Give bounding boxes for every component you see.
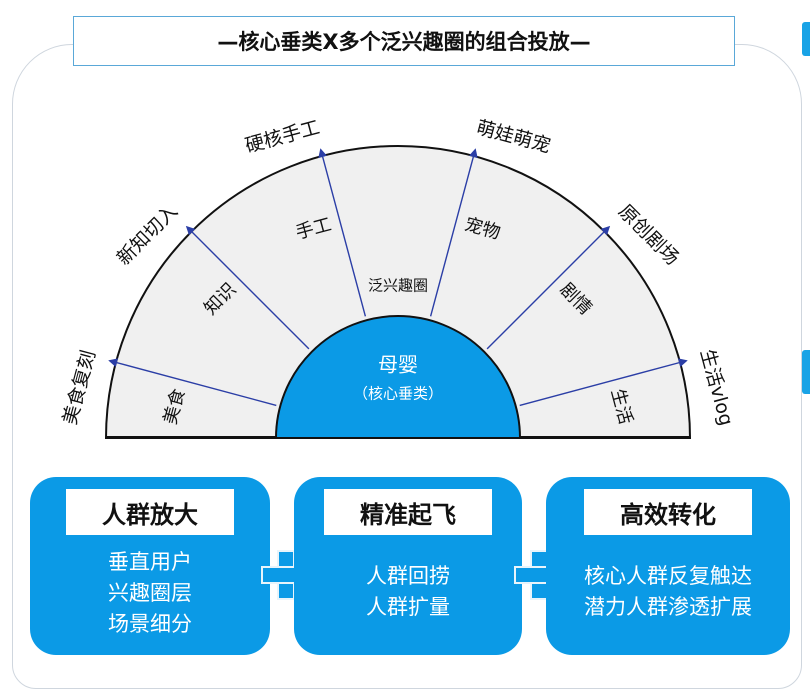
- segment-arrow: [185, 225, 310, 350]
- panel-lines: 垂直用户 兴趣圈层 场景细分: [30, 547, 270, 640]
- fan-layer: 美食美食复刻知识新知切入手工硬核手工宠物萌娃萌宠剧情原创剧场生活生活vlog泛兴…: [59, 116, 737, 439]
- panel-lines: 人群回捞 人群扩量: [294, 561, 522, 623]
- panel-line: 核心人群反复触达: [584, 564, 752, 588]
- segment-outer-label: 萌娃萌宠: [474, 116, 553, 157]
- core-subtitle: （核心垂类）: [353, 385, 443, 403]
- diagram-title: —核心垂类X多个泛兴趣圈的组合投放—: [73, 16, 735, 66]
- edge-accent-strip: [802, 22, 810, 56]
- segment-arrow: [318, 148, 367, 317]
- segment-arrow: [519, 358, 688, 407]
- panel-line: 人群回捞: [366, 564, 450, 588]
- panel-line: 场景细分: [108, 612, 192, 636]
- fan-outer-arc: [104, 145, 692, 439]
- interest-fan-diagram: 美食美食复刻知识新知切入手工硬核手工宠物萌娃萌宠剧情原创剧场生活生活vlog泛兴…: [59, 116, 737, 439]
- segment-arrow: [486, 225, 611, 350]
- segment-outer-label: 美食复刻: [59, 348, 100, 427]
- segment-outer-label: 生活vlog: [696, 347, 737, 428]
- core-vertical-disc: [274, 315, 522, 439]
- segment-arrow: [429, 148, 478, 317]
- panel-efficient-conversion: 高效转化 核心人群反复触达 潜力人群渗透扩展: [546, 477, 790, 655]
- panel-line: 潜力人群渗透扩展: [584, 595, 752, 619]
- segment-outer-label: 硬核手工: [243, 116, 322, 157]
- panel-line: 兴趣圈层: [108, 581, 192, 605]
- panel-title: 精准起飞: [324, 489, 492, 535]
- core-title: 母婴: [378, 353, 418, 377]
- panel-audience-expand: 人群放大 垂直用户 兴趣圈层 场景细分: [30, 477, 270, 655]
- panel-precise-takeoff: 精准起飞 人群回捞 人群扩量: [294, 477, 522, 655]
- segment-arrow: [108, 358, 277, 407]
- panel-title: 人群放大: [66, 489, 234, 535]
- edge-accent-strip: [802, 350, 810, 394]
- panel-line: 人群扩量: [366, 595, 450, 619]
- panel-lines: 核心人群反复触达 潜力人群渗透扩展: [546, 561, 790, 623]
- interest-ring-label: 泛兴趣圈: [368, 277, 428, 295]
- panel-line: 垂直用户: [108, 550, 192, 574]
- panel-title: 高效转化: [584, 489, 752, 535]
